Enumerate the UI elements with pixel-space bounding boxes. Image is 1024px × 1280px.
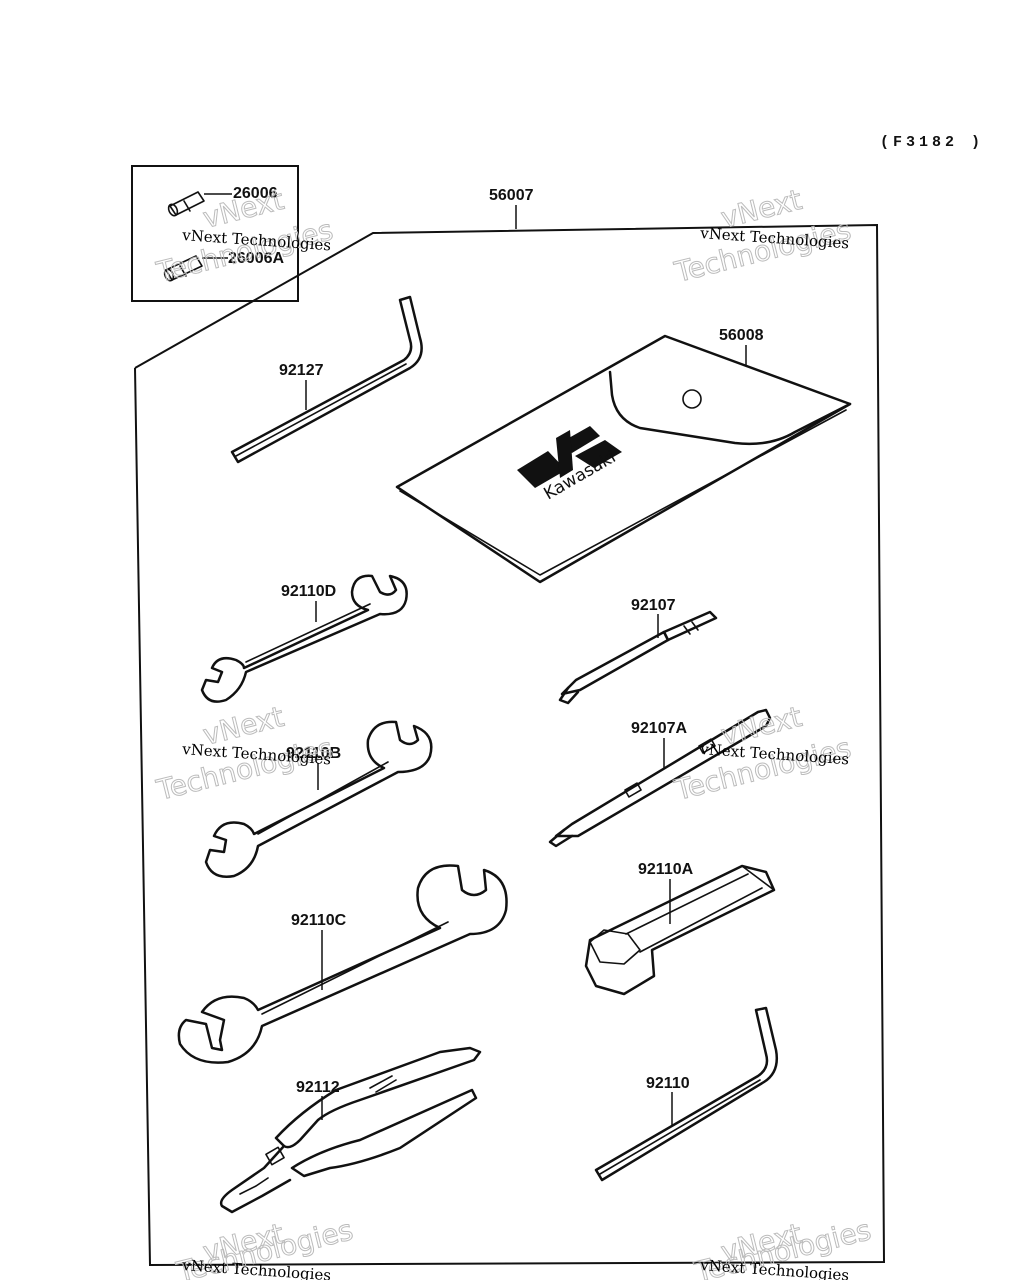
part-label-56008: 56008 [719, 327, 764, 344]
screwdriver-92107A [548, 708, 772, 848]
hex-key-92127 [230, 295, 423, 464]
diagram-code: (F3182 ) [880, 134, 984, 151]
screwdriver-92107 [558, 610, 718, 705]
wrench-92110B [204, 720, 433, 878]
part-label-92127: 92127 [279, 362, 324, 379]
wrench-92110D [200, 574, 408, 703]
watermark-top-left: vNext Technologies vNext Technologies [152, 182, 336, 289]
pin-26006 [167, 191, 232, 217]
part-label-92110D: 92110D [281, 583, 336, 600]
part-label-26006: 26006 [233, 185, 278, 202]
hex-key-92110 [594, 1006, 778, 1182]
part-label-92107A: 92107A [631, 720, 687, 737]
part-label-92110A: 92110A [638, 861, 694, 878]
part-label-92110: 92110 [646, 1075, 690, 1092]
part-label-26006A: 26006A [228, 250, 284, 267]
svg-text:Technologies: Technologies [671, 731, 854, 807]
watermark-bottom-left: vNext Technologies vNext Technologies [172, 1213, 356, 1280]
pliers-92112 [219, 1046, 482, 1214]
box-spanner-92110A [584, 864, 776, 996]
pin-26006A [163, 255, 228, 282]
watermark-mid-right: vNext Technologies vNext Technologies [670, 699, 854, 807]
part-label-56007: 56007 [489, 187, 534, 204]
part-label-92112: 92112 [296, 1079, 340, 1096]
kawasaki-logo: Kawasaki [517, 426, 622, 504]
pins-inset-frame [131, 165, 299, 302]
watermark-mid-left: vNext Technologies vNext Technologies [152, 699, 336, 807]
tool-pouch-56008: Kawasaki [395, 334, 852, 584]
watermark-bottom-right: vNext Technologies vNext Technologies [690, 1213, 874, 1280]
part-label-92107: 92107 [631, 597, 676, 614]
part-label-92110C: 92110C [291, 912, 347, 929]
tool-kit-outline [134, 223, 886, 1267]
watermark-top-right: vNext Technologies vNext Technologies [670, 182, 854, 289]
svg-text:Technologies: Technologies [153, 731, 336, 807]
part-label-92110B: 92110B [286, 745, 341, 762]
wrench-92110C [177, 864, 508, 1064]
